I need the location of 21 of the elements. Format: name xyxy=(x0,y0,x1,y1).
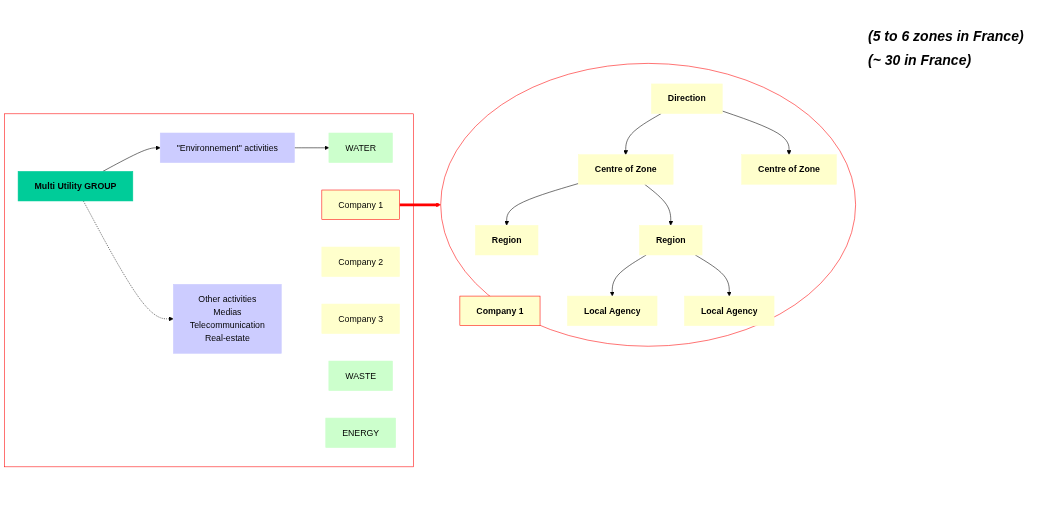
node-box: Region xyxy=(475,225,539,256)
node-box: Centre of Zone xyxy=(741,154,837,185)
node-box: Direction xyxy=(651,84,723,115)
cluster xyxy=(4,113,414,468)
node-box: Centre of Zone xyxy=(578,154,674,185)
arrow xyxy=(399,202,441,208)
node-box: WASTE xyxy=(328,361,393,392)
node-box: Company 1 xyxy=(321,190,400,221)
node-box: Company 1 xyxy=(459,296,541,327)
node-box: Local Agency xyxy=(684,296,775,327)
node-box: Local Agency xyxy=(567,296,658,327)
node-box: Company 2 xyxy=(321,247,400,278)
note-text: (5 to 6 zones in France) xyxy=(868,28,1025,44)
node-box: ENERGY xyxy=(325,418,396,449)
node-box: WATER xyxy=(328,133,393,164)
node-box: Other activities Medias Telecommunication Real-estate xyxy=(173,284,282,355)
node-box: Company 3 xyxy=(321,304,400,335)
node-box: "Environnement" activities xyxy=(159,133,295,164)
node-box: Region xyxy=(639,225,703,256)
node-box: Multi Utility GROUP xyxy=(17,171,134,202)
note-text: (~ 30 in France) xyxy=(868,52,973,68)
